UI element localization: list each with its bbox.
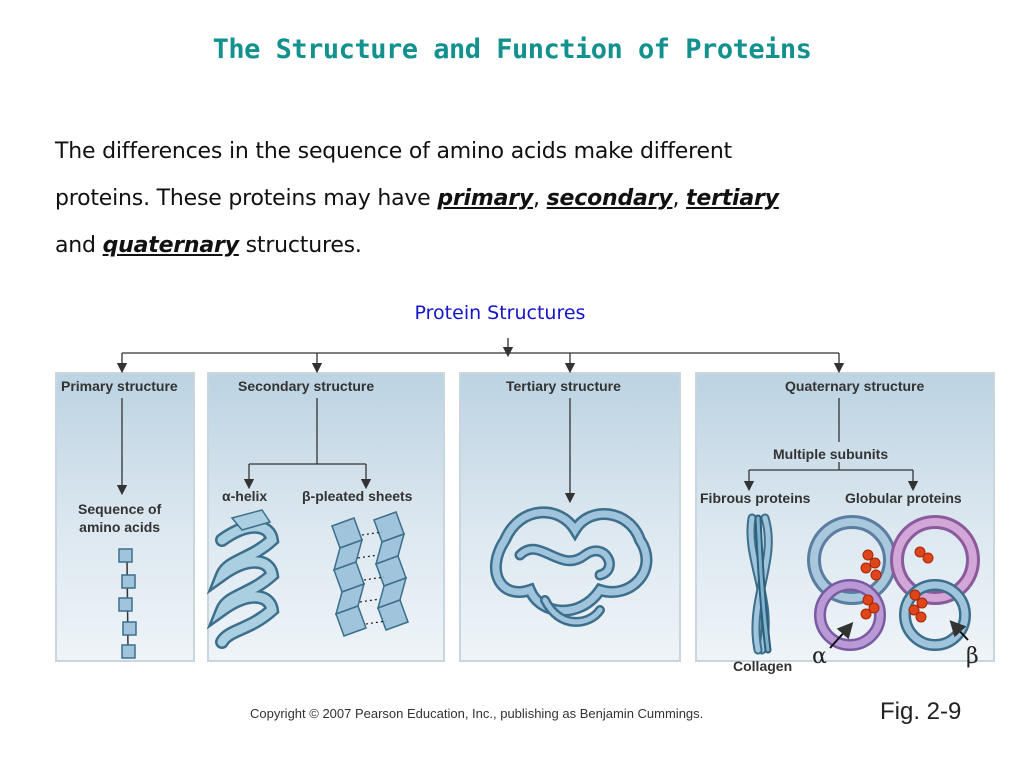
beta-symbol: β: [966, 644, 979, 669]
amino-acid-sequence-label: Sequence of amino acids: [78, 500, 161, 536]
term-secondary: secondary: [546, 186, 673, 211]
beta-pleated-sheet-icon: [331, 511, 409, 637]
multiple-subunits-label: Multiple subunits: [773, 446, 889, 462]
amino-acid-chain-icon: [118, 548, 137, 659]
tertiary-protein-icon: [490, 506, 653, 627]
quaternary-structure-title: Quaternary structure: [785, 378, 925, 394]
tertiary-structure-title: Tertiary structure: [506, 378, 621, 394]
collagen-icon: [746, 513, 773, 655]
paragraph-line-3-prefix: and: [55, 233, 103, 258]
collagen-label: Collagen: [733, 658, 793, 674]
paragraph-line-1: The differences in the sequence of amino…: [55, 139, 732, 164]
figure-label: Fig. 2-9: [880, 698, 962, 725]
paragraph-line-3-suffix: structures.: [238, 233, 362, 258]
beta-pleated-sheets-label: β-pleated sheets: [302, 488, 413, 504]
alpha-pointer: [829, 622, 854, 649]
separator: ,: [533, 186, 547, 211]
alpha-helix-icon: [206, 509, 280, 649]
secondary-connector: [243, 398, 372, 490]
fibrous-proteins-label: Fibrous proteins: [700, 490, 811, 506]
primary-structure-title: Primary structure: [61, 378, 178, 394]
paragraph-line-3: and quaternary structures.: [55, 222, 955, 269]
slide-title: The Structure and Function of Proteins: [212, 34, 812, 65]
term-quaternary: quaternary: [102, 233, 239, 258]
secondary-structure-title: Secondary structure: [238, 378, 375, 394]
quaternary-connector: [743, 398, 919, 492]
hemoglobin-icon: [807, 515, 980, 651]
paragraph-line-2: proteins. These proteins may have primar…: [55, 175, 955, 222]
separator: ,: [672, 186, 687, 211]
globular-proteins-label: Globular proteins: [845, 490, 962, 506]
body-paragraph: The differences in the sequence of amino…: [55, 128, 955, 269]
amino-acid-label-line-1: Sequence of: [78, 501, 162, 517]
beta-pointer: [949, 620, 969, 641]
term-tertiary: tertiary: [686, 186, 779, 211]
term-primary: primary: [437, 186, 534, 211]
diagram-caption: Protein Structures: [414, 302, 586, 324]
copyright-notice: Copyright © 2007 Pearson Education, Inc.…: [250, 706, 704, 721]
top-connector: [116, 338, 845, 374]
panel-primary: [55, 372, 195, 662]
paragraph-line-2-prefix: proteins. These proteins may have: [55, 186, 438, 211]
alpha-symbol: α: [812, 644, 827, 669]
alpha-helix-label: α-helix: [222, 488, 268, 504]
amino-acid-label-line-2: amino acids: [79, 519, 161, 535]
